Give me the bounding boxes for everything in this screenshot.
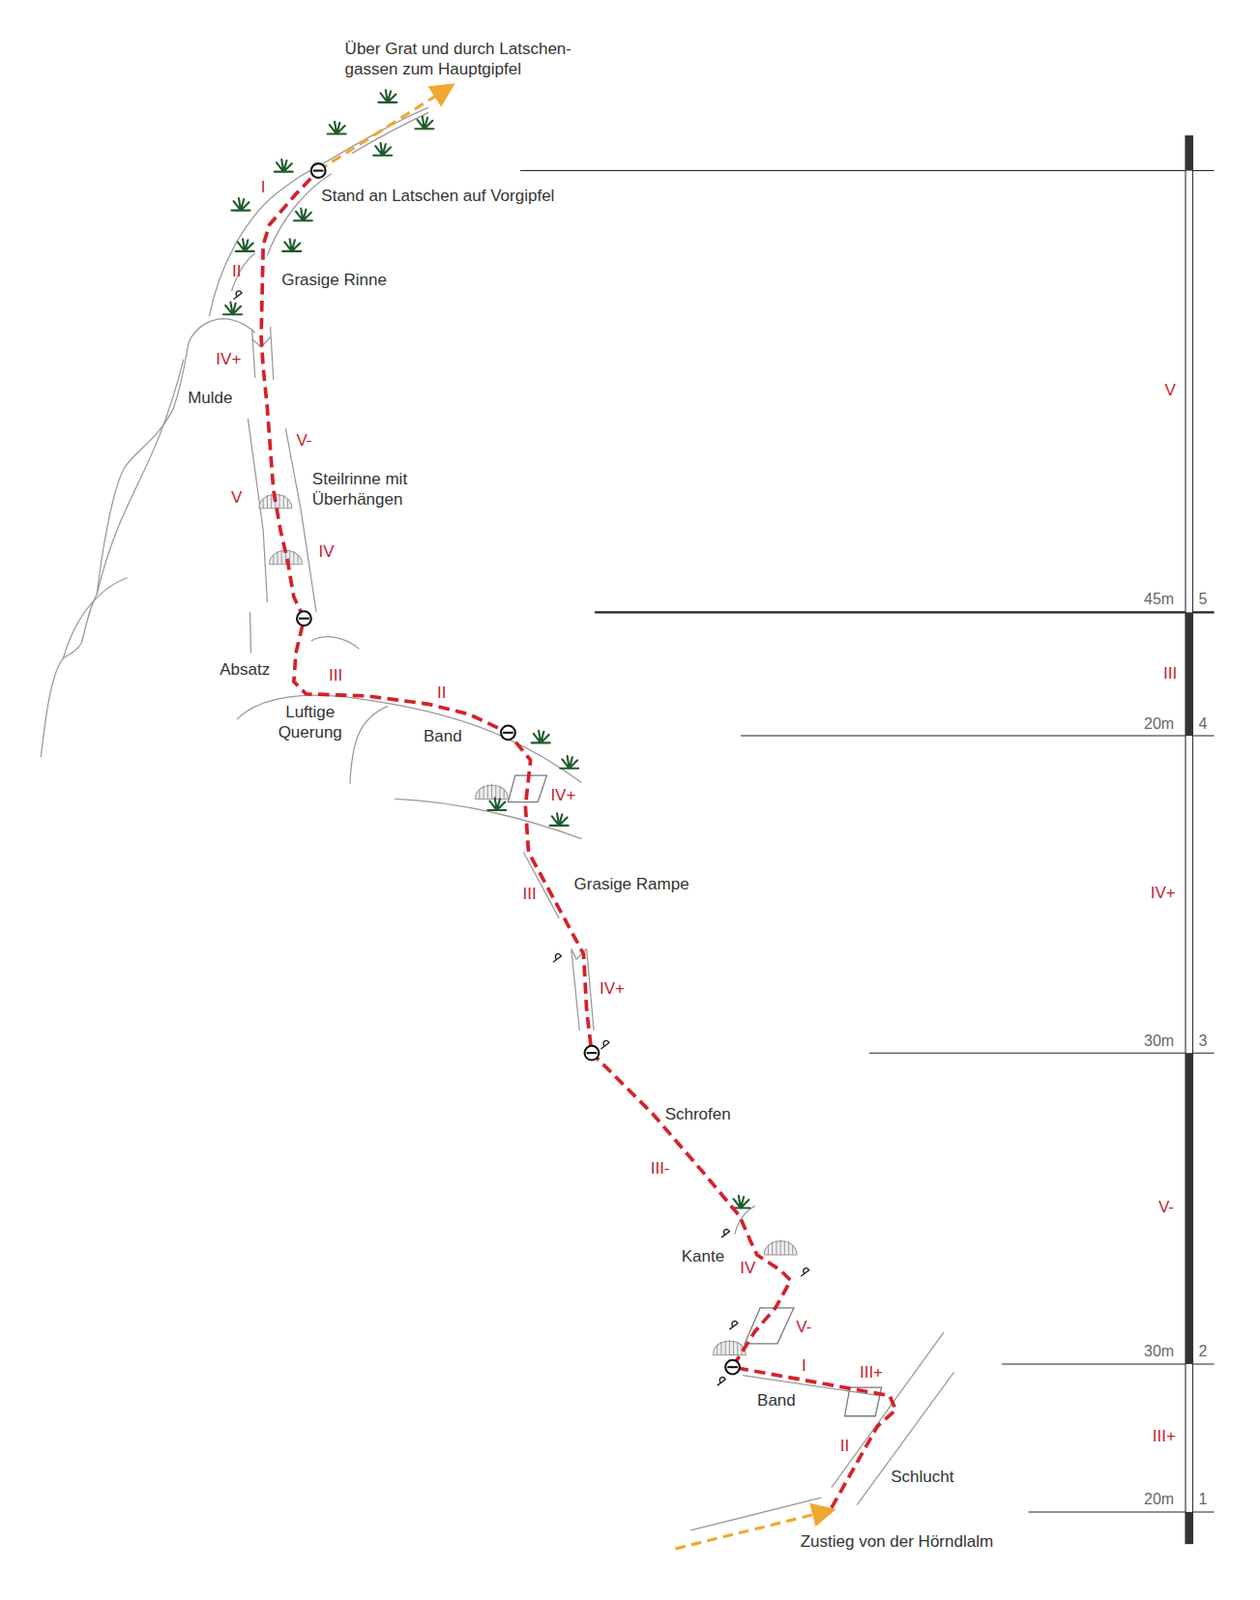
difficulty-grade: V	[231, 487, 242, 508]
route-label: Grasige Rampe	[574, 874, 690, 895]
difficulty-grade: III+	[859, 1362, 883, 1383]
route-label: Band	[423, 726, 463, 747]
scale-label: 30m	[1143, 1341, 1174, 1362]
difficulty-grade: III	[1163, 663, 1177, 684]
scale-label: 2	[1198, 1341, 1207, 1362]
route-label: Schlucht	[890, 1466, 954, 1488]
route-label: Grasige Rinne	[281, 269, 387, 291]
route-label: Schrofen	[665, 1104, 732, 1125]
scale-label: 45m	[1143, 588, 1174, 610]
difficulty-grade: III	[522, 883, 536, 905]
difficulty-grade: V-	[1158, 1197, 1174, 1218]
scale-label: 20m	[1143, 713, 1174, 734]
difficulty-grade: I	[261, 176, 266, 198]
scale-label: 30m	[1143, 1030, 1174, 1052]
scale-label: 4	[1198, 713, 1207, 734]
route-label: Absatz	[219, 659, 270, 680]
route-label: Stand an Latschen auf Vorgipfel	[321, 185, 555, 206]
difficulty-grade: IV+	[550, 785, 576, 806]
route-label: Kante	[681, 1246, 725, 1267]
difficulty-grade: III	[328, 665, 343, 686]
difficulty-grade: IV	[319, 541, 335, 562]
route-label: Steilrinne mit Überhängen	[312, 468, 433, 510]
difficulty-grade: IV	[739, 1258, 756, 1279]
difficulty-grade: III-	[650, 1158, 671, 1179]
route-label: Über Grat und durch Latschen- gassen zum…	[345, 38, 613, 80]
difficulty-grade: IV+	[1150, 882, 1176, 904]
difficulty-grade: II	[840, 1435, 850, 1457]
difficulty-grade: IV+	[599, 978, 625, 999]
scale-label: 1	[1198, 1489, 1207, 1510]
difficulty-grade: V-	[295, 430, 312, 451]
route-label: Luftige Querung	[266, 702, 353, 743]
scale-label: 3	[1198, 1030, 1207, 1052]
difficulty-grade: III+	[1152, 1426, 1176, 1447]
scale-label: 5	[1198, 588, 1207, 610]
difficulty-grade: IV+	[215, 349, 241, 370]
difficulty-grade: I	[801, 1355, 807, 1377]
difficulty-grade: II	[232, 261, 241, 282]
route-label: Mulde	[187, 387, 233, 409]
scale-label: 20m	[1143, 1489, 1174, 1510]
difficulty-grade: V-	[795, 1317, 812, 1338]
difficulty-grade: V	[1164, 380, 1175, 401]
route-label: Zustieg von der Hörndlalm	[800, 1531, 994, 1553]
difficulty-grade: II	[437, 682, 446, 704]
route-label: Band	[757, 1390, 796, 1411]
